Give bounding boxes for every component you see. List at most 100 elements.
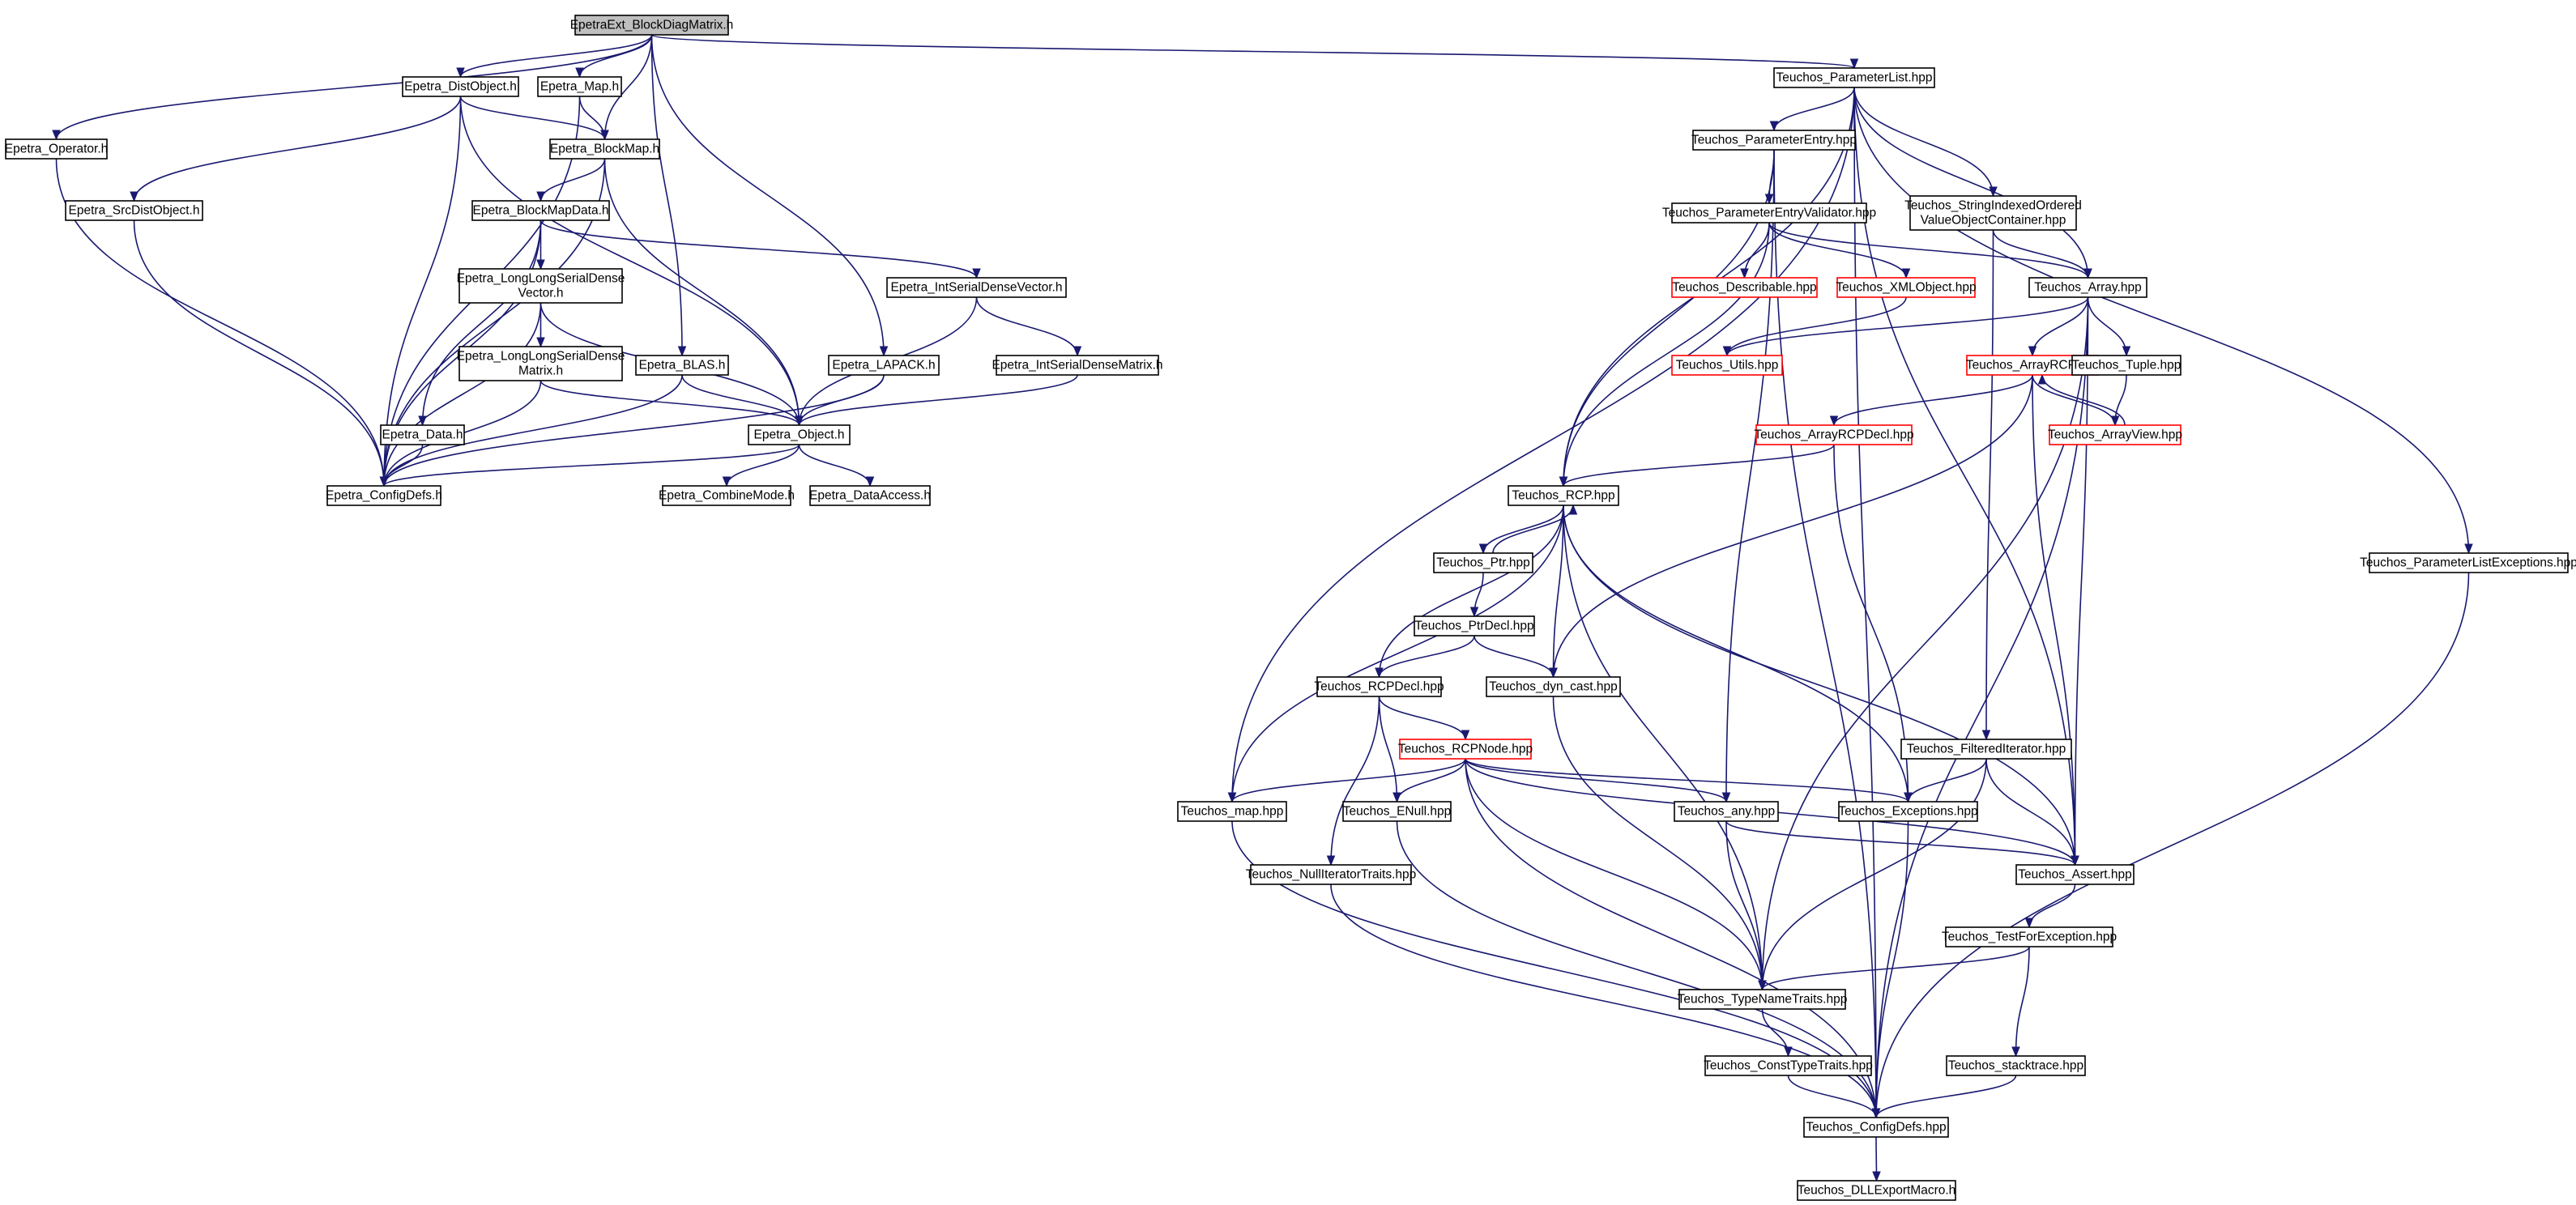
edge-testforexc-to-typenametraits (1761, 946, 2030, 990)
node-nulliter[interactable]: Teuchos_NullIteratorTraits.hpp (1246, 864, 1417, 885)
node-describable[interactable]: Teuchos_Describable.hpp (1671, 277, 1818, 298)
edge-paramlist-to-array (1853, 87, 2089, 279)
node-enull[interactable]: Teuchos_ENull.hpp (1342, 801, 1452, 822)
node-box (380, 424, 465, 445)
node-box (1803, 1117, 1949, 1138)
node-map[interactable]: Epetra_Map.h (537, 76, 622, 97)
node-assert[interactable]: Teuchos_Assert.hpp (2015, 864, 2135, 885)
node-object[interactable]: Epetra_Object.h (748, 424, 851, 445)
node-typenametraits[interactable]: Teuchos_TypeNameTraits.hpp (1678, 989, 1848, 1010)
node-lapack[interactable]: Epetra_LAPACK.h (828, 355, 940, 376)
edge-object-to-configdefs (383, 444, 800, 487)
edge-rcpnode-to-enull (1396, 758, 1466, 803)
edge-arrowhead (1769, 121, 1779, 132)
node-label: Epetra_Data.h (382, 428, 463, 442)
edge-paramlist-to-assert (1853, 87, 2076, 866)
node-data[interactable]: Epetra_Data.h (380, 424, 465, 445)
edge-root-to-paramlist (650, 34, 1855, 69)
node-rcpnode[interactable]: Teuchos_RCPNode.hpp (1398, 739, 1533, 760)
node-dyncast[interactable]: Teuchos_dyn_cast.hpp (1486, 676, 1621, 697)
node-isdvector[interactable]: Epetra_IntSerialDenseVector.h (886, 277, 1067, 298)
node-plexceptions[interactable]: Teuchos_ParameterListExceptions.hpp (2360, 552, 2576, 573)
node-array[interactable]: Teuchos_Array.hpp (2028, 277, 2147, 298)
edge-arrayrcp-to-dyncast (1552, 374, 2033, 678)
node-distobject[interactable]: Epetra_DistObject.h (402, 76, 519, 97)
node-label: Vector.h (518, 287, 563, 300)
node-srcdistobject[interactable]: Epetra_SrcDistObject.h (65, 200, 203, 221)
node-rcpdecl[interactable]: Teuchos_RCPDecl.hpp (1314, 676, 1444, 697)
edge-rcp-to-dyncast (1552, 505, 1564, 678)
edge-rcpnode-to-exceptions (1465, 758, 1909, 803)
node-label: Epetra_CombineMode.h (659, 489, 795, 503)
node-rcp[interactable]: Teuchos_RCP.hpp (1508, 485, 1619, 506)
edge-arrowhead (1227, 792, 1237, 803)
node-dllexport[interactable]: Teuchos_DLLExportMacro.h (1797, 1180, 1956, 1201)
node-blockmap[interactable]: Epetra_BlockMap.h (549, 138, 660, 160)
node-paramlist[interactable]: Teuchos_ParameterList.hpp (1773, 67, 1935, 88)
edge-rcp-to-typenametraits (1563, 505, 1764, 990)
edge-arrowhead (1392, 792, 1401, 803)
node-arrayrcpdecl[interactable]: Teuchos_ArrayRCPDecl.hpp (1754, 424, 1914, 445)
node-utils[interactable]: Teuchos_Utils.hpp (1671, 355, 1783, 376)
edge-arrowhead (2083, 268, 2092, 279)
node-tconfigdefs[interactable]: Teuchos_ConfigDefs.hpp (1803, 1117, 1949, 1138)
node-box (2049, 424, 2181, 445)
node-label: Epetra_BlockMapData.h (472, 204, 608, 218)
edge-root-to-lapack (650, 34, 885, 356)
edge-peval-to-xmlobject (1768, 222, 1907, 279)
node-peval[interactable]: Teuchos_ParameterEntryValidator.hpp (1662, 202, 1876, 224)
edge-blas-to-configdefs (383, 374, 683, 487)
node-blas[interactable]: Epetra_BLAS.h (635, 355, 729, 376)
node-label: Teuchos_PtrDecl.hpp (1414, 620, 1533, 633)
node-combinemode[interactable]: Epetra_CombineMode.h (659, 485, 795, 506)
node-filtered[interactable]: Teuchos_FilteredIterator.hpp (1900, 739, 2072, 760)
node-stacktrace[interactable]: Teuchos_stacktrace.hpp (1946, 1055, 2086, 1076)
edge-plexceptions-to-tconfigdefs (1875, 572, 2470, 1118)
node-root[interactable]: EpetraExt_BlockDiagMatrix.h (570, 15, 734, 36)
node-label: ValueObjectContainer.hpp (1921, 214, 2066, 228)
node-box (549, 138, 660, 160)
edge-distobject-to-srcdistobject (133, 96, 462, 202)
node-isdmatrix[interactable]: Epetra_IntSerialDenseMatrix.h (992, 355, 1163, 376)
node-box (2028, 277, 2147, 298)
node-any[interactable]: Teuchos_any.hpp (1674, 801, 1779, 822)
node-label: Teuchos_ConstTypeTraits.hpp (1704, 1059, 1873, 1073)
node-testforexc[interactable]: Teuchos_TestForException.hpp (1942, 926, 2117, 947)
node-sio[interactable]: Teuchos_StringIndexedOrderedValueObjectC… (1904, 195, 2082, 231)
node-operator[interactable]: Epetra_Operator.h (5, 138, 109, 160)
node-tuple[interactable]: Teuchos_Tuple.hpp (2071, 355, 2181, 376)
edge-isdmatrix-to-object (798, 374, 1078, 426)
node-tmap[interactable]: Teuchos_map.hpp (1177, 801, 1287, 822)
node-configdefs[interactable]: Epetra_ConfigDefs.h (326, 485, 442, 506)
node-box (1399, 739, 1532, 760)
node-dataaccess[interactable]: Epetra_DataAccess.h (809, 485, 931, 506)
node-label: Epetra_IntSerialDenseMatrix.h (992, 359, 1162, 373)
node-blockmapdata[interactable]: Epetra_BlockMapData.h (471, 200, 610, 221)
node-label: Teuchos_dyn_cast.hpp (1489, 680, 1618, 694)
node-paramentry[interactable]: Teuchos_ParameterEntry.hpp (1691, 130, 1857, 151)
node-exceptions[interactable]: Teuchos_Exceptions.hpp (1838, 801, 1978, 822)
node-label: Teuchos_ParameterEntry.hpp (1691, 134, 1857, 147)
edge-paramlist-to-plexceptions (1853, 87, 2470, 554)
node-label: Teuchos_Utils.hpp (1676, 359, 1779, 373)
node-box (471, 200, 610, 221)
node-box (458, 268, 623, 304)
node-label: Epetra_BLAS.h (639, 359, 726, 373)
node-label: EpetraExt_BlockDiagMatrix.h (570, 19, 734, 32)
node-label: Teuchos_Describable.hpp (1672, 281, 1816, 295)
edge-arrowhead (1722, 346, 1732, 357)
node-ptr[interactable]: Teuchos_Ptr.hpp (1433, 552, 1533, 573)
node-consttypetraits[interactable]: Teuchos_ConstTypeTraits.hpp (1704, 1055, 1873, 1076)
edge-sio-to-filtered (1985, 229, 1994, 740)
node-box (1797, 1180, 1956, 1201)
edge-arrowhead (1469, 607, 1479, 618)
node-ptrdecl[interactable]: Teuchos_PtrDecl.hpp (1414, 615, 1535, 637)
edge-root-to-distobject (459, 34, 653, 78)
node-box (1909, 195, 2077, 231)
node-label: Matrix.h (518, 364, 563, 378)
node-arrayview[interactable]: Teuchos_ArrayView.hpp (2048, 424, 2182, 445)
node-xmlobject[interactable]: Teuchos_XMLObject.hpp (1836, 277, 1977, 298)
node-box (5, 138, 108, 160)
